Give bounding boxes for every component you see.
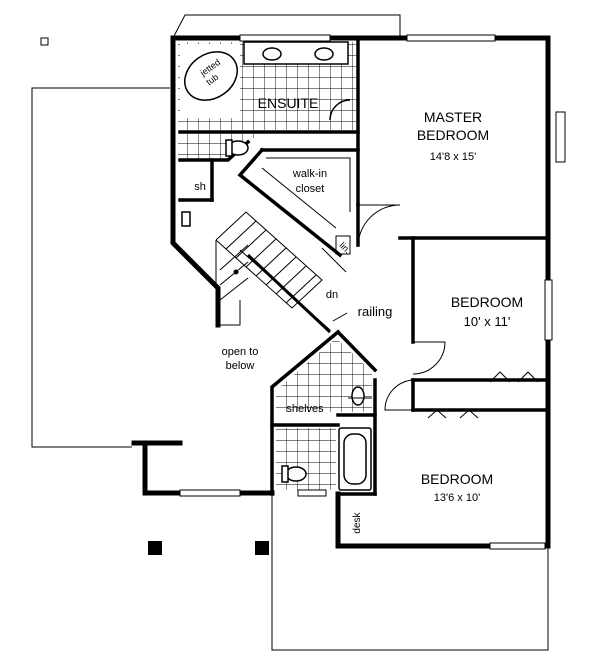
open-to-below-label-2: below — [226, 360, 255, 372]
closet-shelves — [261, 157, 351, 255]
railing-leader — [332, 312, 348, 322]
sink-main — [351, 386, 365, 406]
bedroom-2-label: BEDROOM — [451, 294, 523, 310]
shower-door — [329, 99, 351, 121]
railing — [246, 253, 332, 334]
master-bedroom-size: 14'8 x 15' — [430, 151, 476, 163]
open-to-below-label: open to — [222, 346, 259, 358]
doors — [321, 204, 539, 419]
shower-label: sh — [194, 181, 206, 193]
staircase — [215, 211, 331, 331]
ensuite-label: ENSUITE — [258, 95, 319, 111]
walk-in-closet-label-2: closet — [296, 183, 325, 195]
railing-label: railing — [358, 304, 393, 319]
desk-label: desk — [352, 511, 363, 533]
roof-outline — [31, 14, 566, 651]
windows — [179, 34, 553, 550]
stairs-down-label: dn — [326, 289, 338, 301]
fixtures — [180, 41, 372, 491]
master-bedroom-label: MASTER — [424, 109, 482, 125]
bedroom-2-size: 10' x 11' — [464, 314, 511, 329]
toilet-main — [285, 466, 307, 482]
sink-right — [314, 47, 334, 61]
porch-post-right — [255, 541, 269, 555]
jetted-tub — [184, 51, 238, 101]
sink-left — [262, 47, 282, 61]
bedroom-3-size: 13'6 x 10' — [434, 492, 480, 504]
walk-in-closet-label: walk-in — [292, 168, 327, 180]
shelves-label: shelves — [286, 403, 324, 415]
master-bedroom-label-2: BEDROOM — [417, 127, 489, 143]
bedroom-3-label: BEDROOM — [421, 471, 493, 487]
porch-post-left — [148, 541, 162, 555]
